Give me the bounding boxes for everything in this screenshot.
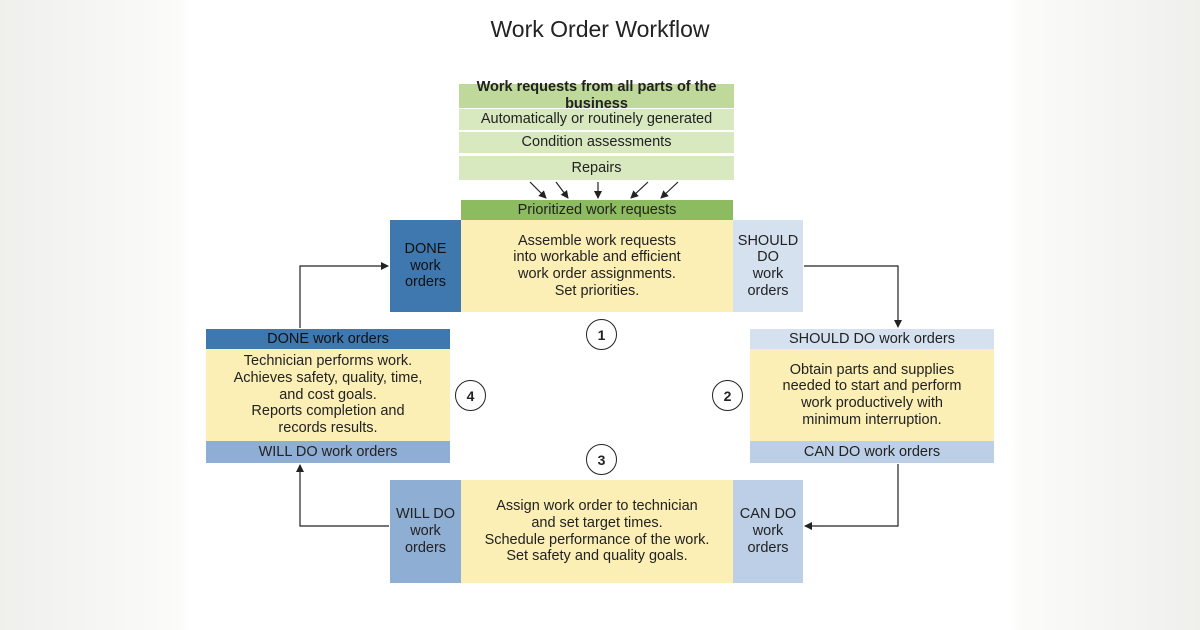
step-2-badge: 2 [712, 380, 743, 411]
request-item-condition: Condition assessments [459, 132, 734, 153]
stage4-footer: WILL DO work orders [206, 441, 450, 463]
stage4-body: Technician performs work. Achieves safet… [206, 349, 450, 441]
stage2-header: SHOULD DO work orders [750, 329, 994, 349]
prioritized-requests-bar: Prioritized work requests [461, 200, 733, 220]
step-4-badge: 4 [455, 380, 486, 411]
arrow-stage4-to-stage1 [299, 262, 389, 328]
stage1-should-do-tab: SHOULD DO work orders [733, 220, 803, 312]
diagram-title: Work Order Workflow [490, 16, 710, 42]
stage3-can-do-tab: CAN DO work orders [733, 480, 803, 583]
arrow-stage3-to-stage4 [296, 464, 389, 527]
request-item-automatic: Automatically or routinely generated [459, 109, 734, 130]
request-item-repairs: Repairs [459, 156, 734, 180]
stage3-will-do-tab: WILL DO work orders [390, 480, 461, 583]
step-1-badge: 1 [586, 319, 617, 350]
stage4-header: DONE work orders [206, 329, 450, 349]
stage1-done-tab: DONE work orders [390, 220, 461, 312]
request-arrow-5 [660, 181, 679, 199]
request-arrow-4 [630, 181, 649, 199]
arrow-stage2-to-stage3 [804, 464, 899, 530]
requests-header: Work requests from all parts of the busi… [459, 79, 734, 112]
request-arrow-1 [529, 181, 547, 199]
arrow-stage1-to-stage2 [804, 265, 902, 328]
stage2-body: Obtain parts and supplies needed to star… [750, 349, 994, 441]
step-3-badge: 3 [586, 444, 617, 475]
stage2-footer: CAN DO work orders [750, 441, 994, 463]
request-arrow-2 [555, 181, 569, 199]
stage3-body: Assign work order to technician and set … [461, 480, 733, 583]
stage1-body: Assemble work requests into workable and… [461, 220, 733, 312]
